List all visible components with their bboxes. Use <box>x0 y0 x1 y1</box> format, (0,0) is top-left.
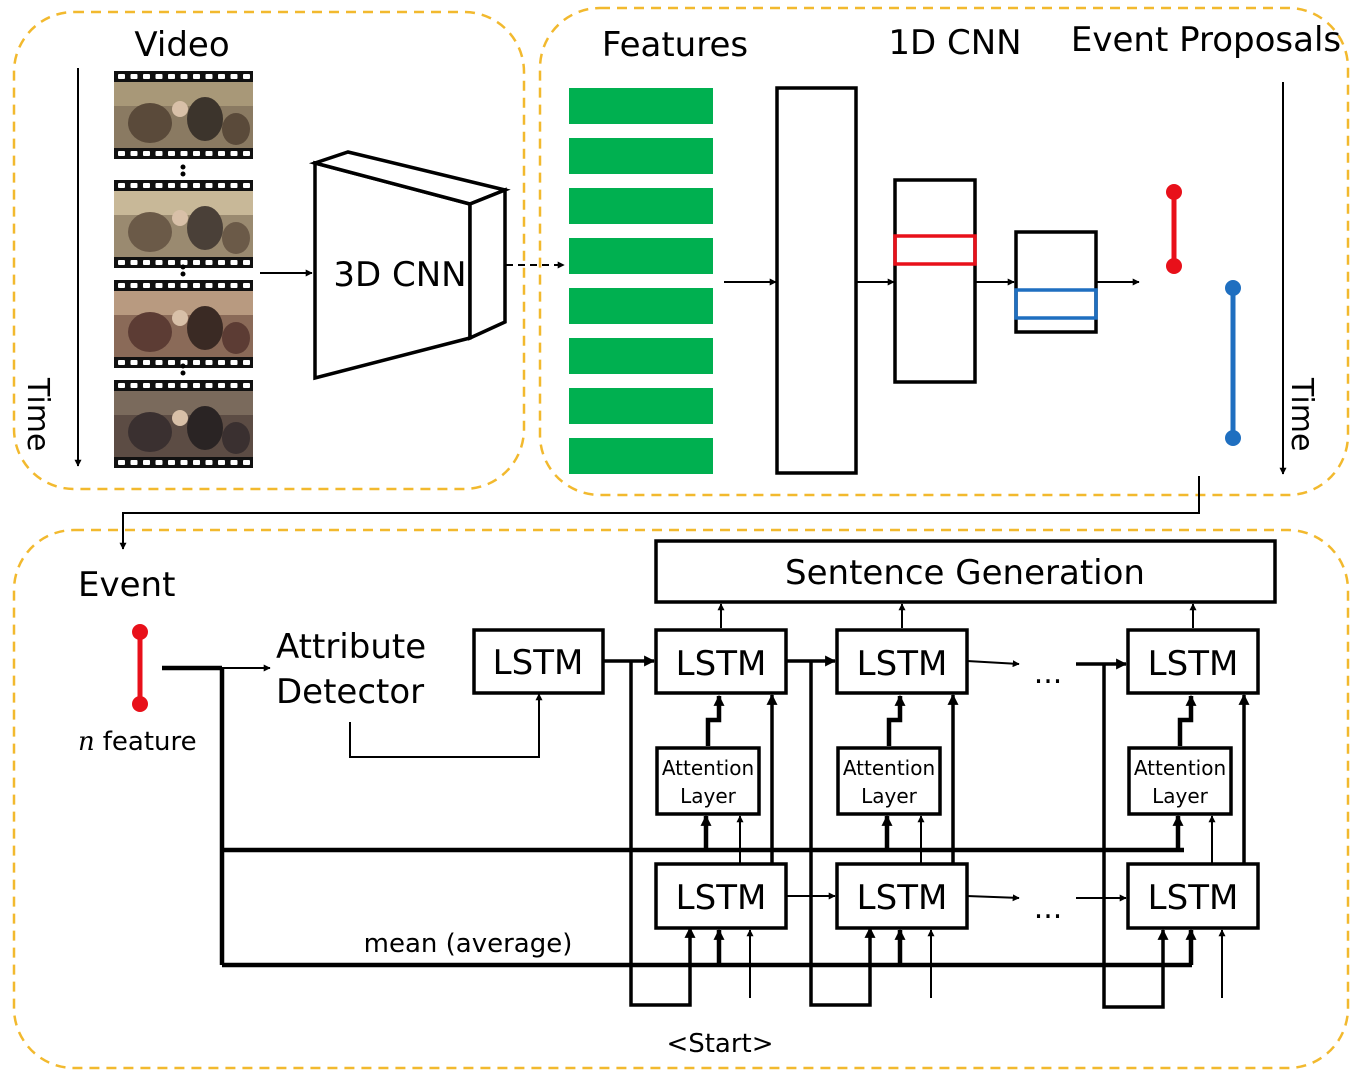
feature-bar <box>569 338 713 374</box>
video-frames <box>114 71 253 468</box>
attention-label-line2: Layer <box>680 784 737 808</box>
attribute-lstm <box>472 628 605 695</box>
video-frame <box>114 180 253 268</box>
feature-bar <box>569 188 713 224</box>
attribute-detector-line1: Attribute <box>276 627 426 667</box>
time-axis-left: Time <box>20 68 82 467</box>
proposal-panel <box>538 6 1350 497</box>
arrow-detector-to-lstm <box>349 693 543 758</box>
attention-label-line1: Attention <box>1134 756 1226 780</box>
bottom-lstm <box>654 862 788 930</box>
attention-label-line2: Layer <box>1152 784 1209 808</box>
top-lstm-label: LSTM <box>857 644 948 684</box>
proposal-red <box>1166 184 1182 274</box>
attention-label-line1: Attention <box>843 756 935 780</box>
attention-label-line1: Attention <box>662 756 754 780</box>
arrow-lstm2-to-ellipsis <box>966 660 1020 668</box>
top-lstm <box>1126 628 1260 695</box>
bottom-lstm-label: LSTM <box>1148 878 1239 918</box>
captioning-panel <box>12 528 1350 1070</box>
proposal-blue <box>1225 280 1241 446</box>
top-lstm-label: LSTM <box>676 644 767 684</box>
attention-label-line2: Layer <box>861 784 918 808</box>
cnn3d-block: 3D CNN <box>308 150 511 381</box>
top-lstm-label: LSTM <box>1148 644 1239 684</box>
attention-layer <box>655 746 761 816</box>
n-symbol: n <box>78 727 95 757</box>
start-token-label: <Start> <box>666 1029 773 1059</box>
feature-word: feature <box>103 727 197 757</box>
bottom-lstm <box>835 862 969 930</box>
event-title: Event <box>78 565 175 605</box>
feature-bar <box>569 438 713 474</box>
receptive-window-red <box>893 234 977 266</box>
attribute-lstm-label: LSTM <box>493 643 584 683</box>
video-frame <box>114 380 253 468</box>
arrow-attention-to-lstm <box>886 694 906 746</box>
selected-event-marker <box>132 624 148 712</box>
top-lstm <box>835 628 969 695</box>
attribute-detector-line2: Detector <box>276 672 424 712</box>
video-frame <box>114 71 253 159</box>
bottom-lstm <box>1126 862 1260 930</box>
bottom-ellipsis: ... <box>1034 891 1063 926</box>
feature-bar <box>569 88 713 124</box>
feature-bar <box>569 238 713 274</box>
time-label-right: Time <box>1284 377 1319 451</box>
cnn3d-label: 3D CNN <box>333 255 466 295</box>
arrow-bottom-lstm2-to-ellipsis <box>966 894 1020 902</box>
cnn1d-layer-1 <box>775 86 858 475</box>
attention-layer <box>836 746 942 816</box>
mean-label: mean (average) <box>364 929 573 959</box>
top-ellipsis: ... <box>1034 656 1063 691</box>
feedback-loop-2 <box>809 661 876 1007</box>
cnn1d-layer-3 <box>1014 230 1098 334</box>
bottom-lstm-label: LSTM <box>676 878 767 918</box>
bottom-lstm-label: LSTM <box>857 878 948 918</box>
arrow-attention-to-lstm <box>1177 694 1197 746</box>
proposals-title: Event Proposals <box>1071 20 1341 60</box>
feedback-loop-n <box>1102 664 1169 1009</box>
time-axis-right: Time <box>1279 82 1319 475</box>
cnn1d-layer-2 <box>893 178 977 384</box>
video-title: Video <box>134 25 229 65</box>
cnn1d-title: 1D CNN <box>888 23 1021 63</box>
time-label-left: Time <box>20 377 55 451</box>
feature-bars <box>569 88 713 474</box>
feature-bar <box>569 288 713 324</box>
feature-bar <box>569 388 713 424</box>
features-title: Features <box>602 25 748 65</box>
frame-ellipsis <box>180 164 186 376</box>
feature-bar <box>569 138 713 174</box>
feedback-loop-1 <box>629 661 696 1007</box>
attention-layer <box>1127 746 1233 816</box>
video-frame <box>114 280 253 368</box>
feature-stem <box>162 664 271 965</box>
event-feature-label: n feature <box>78 727 197 757</box>
sentence-generation-box <box>654 539 1277 604</box>
lstm-columns: LSTMAttentionLayerLSTMLSTMAttentionLayer… <box>654 603 1260 998</box>
receptive-window-blue <box>1014 288 1098 320</box>
arrow-attention-to-lstm <box>705 694 725 746</box>
arrow-proposals-to-event <box>119 476 1200 550</box>
video-panel <box>12 10 526 491</box>
sentence-generation-label: Sentence Generation <box>785 553 1145 593</box>
